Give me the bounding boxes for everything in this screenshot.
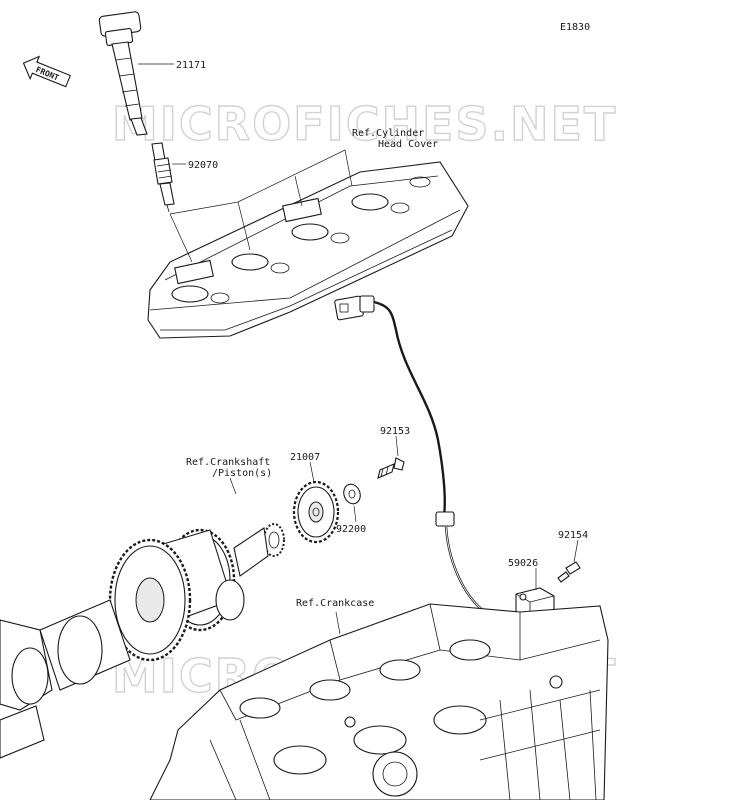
bolt-upper [377,457,405,479]
diagram-code: E1830 [560,22,590,33]
washer [343,483,361,505]
spark-plug [151,142,175,213]
ref-crankshaft-line2: /Piston(s) [212,468,272,479]
bolt-lower [557,561,581,583]
front-arrow-icon: FRONT [22,55,71,88]
ref-crankcase: Ref.Crankcase [296,598,374,609]
ignition-coil [98,11,148,136]
part-number-21171: 21171 [176,60,206,71]
part-number-92200: 92200 [336,524,366,535]
part-number-92153: 92153 [380,426,410,437]
rotor-gear [292,480,340,544]
cylinder-head-cover [147,161,469,339]
watermark-top: MICROFICHES.NET [112,97,617,151]
ref-cylinder-head-cover-line2: Head Cover [378,139,438,150]
ref-crankshaft-line1: Ref.Crankshaft [186,457,270,468]
part-number-21007: 21007 [290,452,320,463]
ref-cylinder-head-cover-line1: Ref.Cylinder [352,128,424,139]
part-number-59026: 59026 [508,558,538,569]
crankshaft [0,523,285,759]
sensor-wire [334,295,521,619]
part-number-92070: 92070 [188,160,218,171]
part-number-92154: 92154 [558,530,588,541]
crankcase [149,603,609,800]
